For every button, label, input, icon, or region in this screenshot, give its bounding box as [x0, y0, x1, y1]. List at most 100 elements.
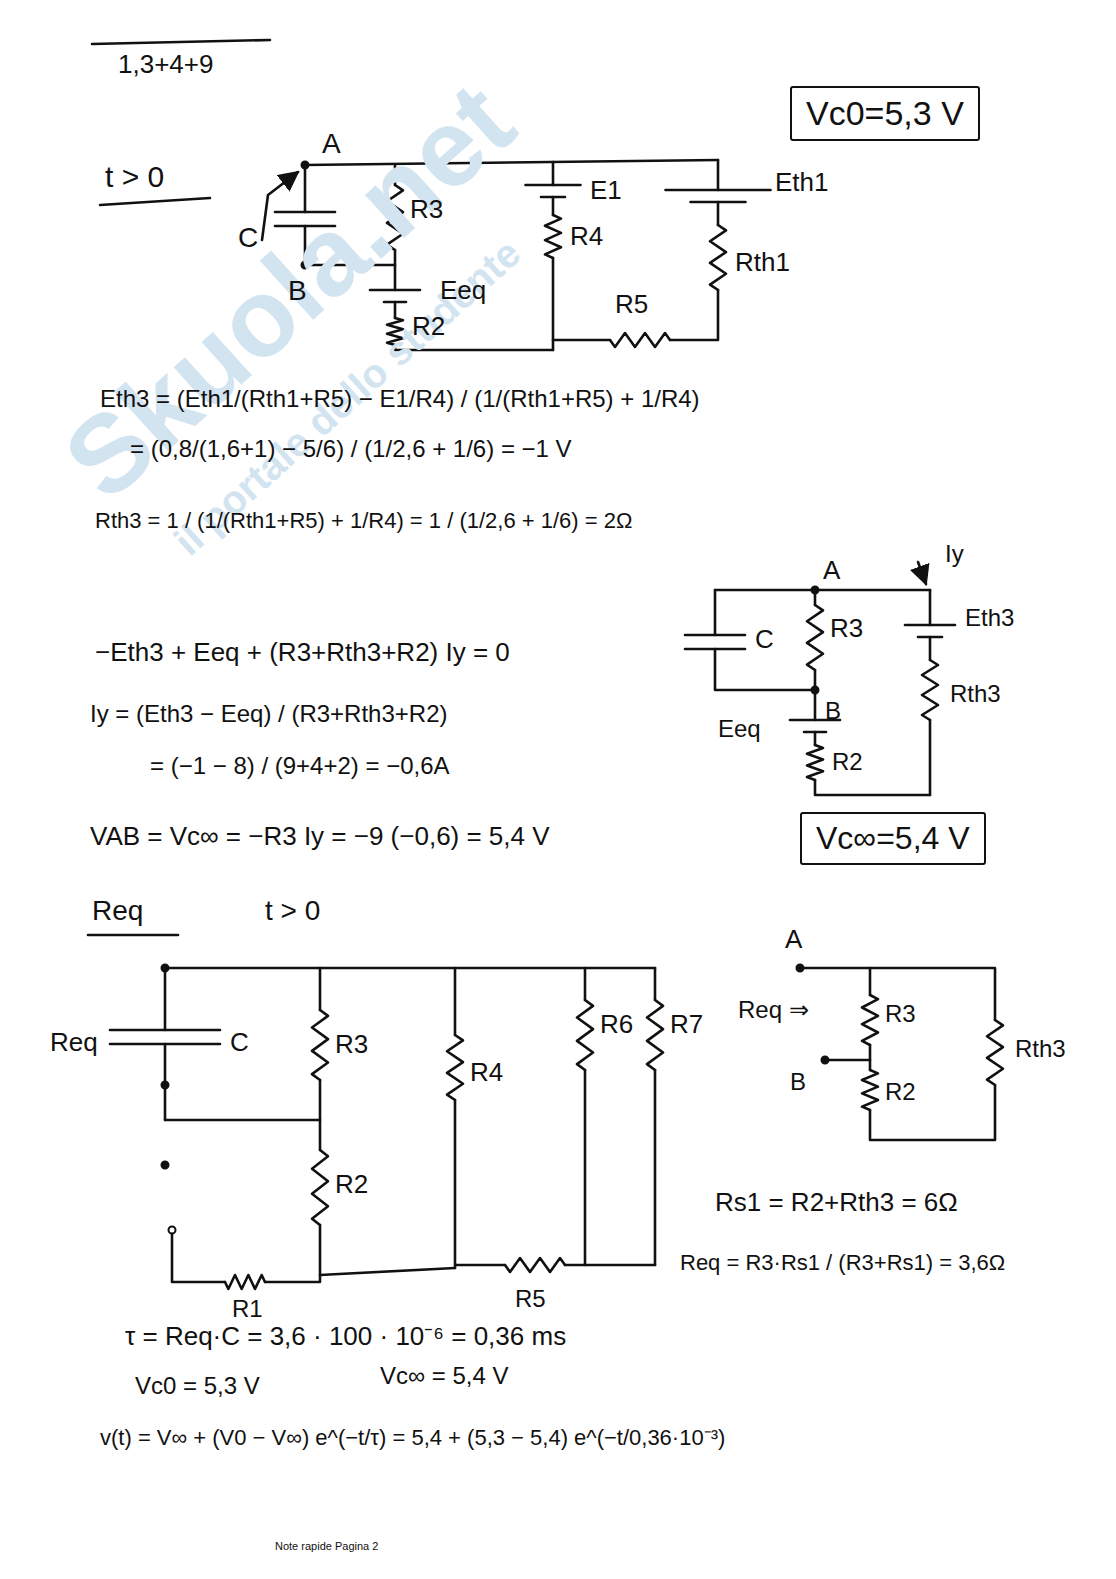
terminal-dot	[812, 687, 819, 694]
note-text: A	[785, 925, 802, 955]
note-text: Rs1 = R2+Rth3 = 6Ω	[715, 1188, 958, 1218]
note-text: R2	[412, 312, 445, 342]
wire	[717, 160, 720, 190]
wire	[717, 202, 720, 225]
wire	[929, 720, 932, 795]
note-text: Eeq	[440, 276, 486, 306]
note-text: R7	[670, 1010, 703, 1040]
note-text: R2	[832, 748, 863, 776]
note-text: A	[823, 556, 840, 586]
resistor-symbol	[922, 660, 938, 720]
note-text: Req	[50, 1028, 98, 1058]
wire	[553, 339, 610, 342]
resistor-symbol	[807, 605, 823, 670]
note-text: C	[238, 222, 258, 254]
wire	[869, 968, 872, 995]
note-text: R5	[515, 1285, 546, 1313]
note-text: Eth1	[775, 168, 829, 198]
note-text: B	[288, 275, 307, 307]
wire	[714, 590, 717, 635]
wire	[164, 968, 167, 1030]
result-value: Vc∞=5,4 V	[816, 820, 970, 856]
wire	[654, 968, 657, 1000]
note-text: A	[322, 128, 341, 160]
note-text: R2	[885, 1078, 916, 1106]
resistor-symbol	[807, 745, 823, 780]
note-text: Iy = (Eth3 − Eeq) / (R3+Rth3+R2)	[90, 700, 448, 728]
wire	[100, 198, 210, 205]
wire	[670, 290, 718, 340]
wire	[552, 162, 555, 185]
note-text: Iy	[945, 540, 964, 568]
note-text: = (−1 − 8) / (9+4+2) = −0,6A	[150, 752, 450, 780]
wire	[654, 1070, 657, 1265]
wire	[455, 1100, 505, 1268]
wire	[584, 968, 587, 1000]
wire	[825, 1059, 870, 1062]
wire	[92, 40, 270, 44]
wire	[165, 1119, 320, 1122]
note-text: 1,3+4+9	[118, 50, 213, 80]
note-text: R4	[570, 222, 603, 252]
note-text: R2	[335, 1170, 368, 1200]
note-text: Req ⇒	[738, 996, 809, 1024]
wire	[552, 197, 555, 215]
note-text: E1	[590, 176, 622, 206]
wire	[814, 670, 817, 720]
battery-symbol	[905, 624, 955, 627]
note-text: Rth1	[735, 248, 790, 278]
battery-symbol	[666, 189, 771, 192]
wire	[319, 1080, 322, 1150]
note-text: Rth3	[1015, 1035, 1066, 1063]
resistor-symbol	[647, 1000, 663, 1070]
note-text: R3	[885, 1000, 916, 1028]
result-box: Vc0=5,3 V	[790, 86, 980, 141]
resistor-symbol	[710, 225, 726, 290]
note-text: C	[755, 625, 774, 655]
wire	[929, 637, 932, 660]
wire	[929, 590, 932, 625]
note-text: R3	[410, 195, 443, 225]
wire	[320, 1268, 455, 1275]
resistor-symbol	[312, 1010, 328, 1080]
result-box: Vc∞=5,4 V	[800, 812, 986, 865]
wire	[172, 1234, 225, 1282]
wire	[319, 968, 322, 1010]
battery-symbol	[526, 184, 581, 187]
note-text: R1	[232, 1295, 263, 1323]
result-value: Vc0=5,3 V	[806, 94, 964, 132]
resistor-symbol	[987, 1020, 1003, 1085]
current-arrow	[918, 562, 926, 584]
wire	[88, 934, 178, 937]
note-text: C	[230, 1028, 249, 1058]
resistor-symbol	[862, 995, 878, 1045]
terminal-dot	[162, 1162, 169, 1169]
note-text: = (0,8/(1,6+1) − 5/6) / (1/2,6 + 1/6) = …	[130, 435, 572, 463]
wire	[715, 649, 815, 690]
note-text: Vc∞ = 5,4 V	[380, 1362, 509, 1390]
note-text: R3	[335, 1030, 368, 1060]
note-text: R5	[615, 290, 648, 320]
note-text: R4	[470, 1058, 503, 1088]
wire	[815, 780, 930, 795]
note-text: −Eth3 + Eeq + (R3+Rth3+R2) Iy = 0	[95, 638, 510, 668]
note-text: v(t) = V∞ + (V0 − V∞) e^(−t/τ) = 5,4 + (…	[100, 1425, 725, 1450]
resistor-symbol	[862, 1070, 878, 1110]
note-text: Req = R3·Rs1 / (R3+Rs1) = 3,6Ω	[680, 1250, 1005, 1275]
note-text: Rth3	[950, 680, 1001, 708]
terminal-dot	[169, 1227, 176, 1234]
capacitor-symbol	[685, 634, 745, 637]
note-text: Vc0 = 5,3 V	[135, 1372, 260, 1400]
resistor-symbol	[610, 333, 670, 347]
terminal-dot	[162, 1082, 169, 1089]
note-text: t > 0	[105, 160, 164, 195]
resistor-symbol	[577, 1000, 593, 1070]
wire	[584, 1070, 587, 1265]
wire	[552, 258, 555, 350]
note-text: B	[790, 1068, 806, 1096]
resistor-symbol	[505, 1258, 565, 1272]
wire	[715, 589, 930, 592]
note-text: R6	[600, 1010, 633, 1040]
